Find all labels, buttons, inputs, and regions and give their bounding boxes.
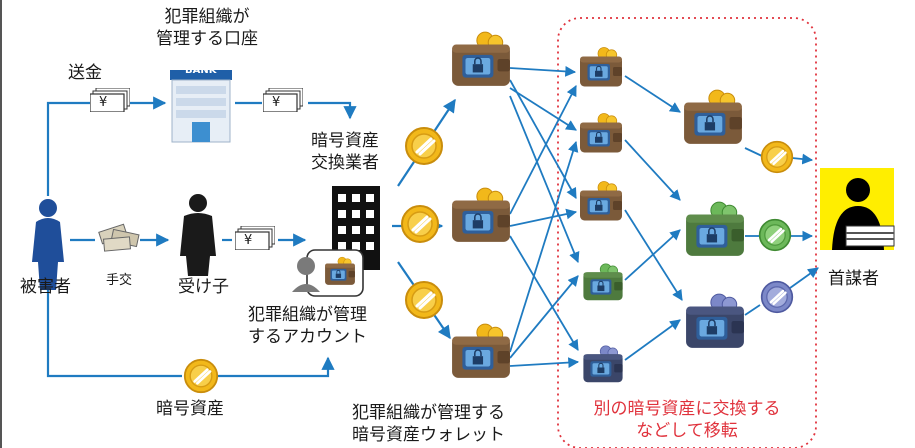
wallet-icon: [451, 31, 511, 87]
wallet-icon: [582, 263, 624, 301]
org-account-icon: [292, 249, 364, 297]
yen-symbol: ¥: [99, 95, 108, 110]
wallet-icon: [579, 46, 623, 88]
crypto-coin-icon: [183, 358, 219, 394]
conversion-line2: などして移転: [636, 421, 738, 441]
yen-symbol: ¥: [244, 233, 253, 248]
wallet-line2: 暗号資産ウォレット: [352, 425, 505, 445]
wallet-icon: [582, 345, 624, 383]
yen-symbol: ¥: [272, 95, 281, 110]
criminal-account-line2: 管理する口座: [156, 29, 258, 49]
left-border: [0, 0, 2, 448]
conversion-highlight-box: [557, 17, 817, 448]
cash-icon: [90, 88, 130, 112]
crypto-coin-icon: [404, 280, 444, 320]
wallet-icon: [683, 89, 743, 145]
bank-icon: [170, 70, 232, 143]
victim-label: 被害者: [20, 277, 71, 297]
cash-icon: [263, 88, 303, 112]
exchange-line2: 交換業者: [311, 153, 379, 173]
bank-sign: BANK: [185, 65, 217, 76]
org-account-line2: するアカウント: [248, 327, 367, 347]
victim-person-icon: [32, 199, 64, 290]
org-account-label: 犯罪組織が管理 するアカウント: [248, 304, 367, 348]
crypto-coin-icon: [404, 126, 444, 166]
wallet-icon: [579, 180, 623, 222]
remit-label: 送金: [68, 63, 102, 83]
crypto-label: 暗号資産: [156, 399, 224, 419]
criminal-account-label: 犯罪組織が 管理する口座: [142, 6, 272, 50]
handover-label: 手交: [106, 273, 133, 288]
crypto-coin-icon: [400, 204, 440, 244]
conversion-label: 別の暗号資産に交換する などして移転: [560, 398, 814, 442]
crypto-coin-icon: [760, 140, 794, 174]
wallet-icon: [451, 323, 511, 379]
wallet-icon: [579, 112, 623, 154]
exchange-label: 暗号資産 交換業者: [300, 130, 390, 174]
wallet-icon: [685, 201, 745, 257]
org-account-line1: 犯罪組織が管理: [248, 305, 367, 325]
criminal-account-line1: 犯罪組織が: [164, 7, 250, 27]
cash-bundle-icon: [98, 223, 140, 252]
victim-arrows: [46, 96, 357, 378]
conversion-line1: 別の暗号資産に交換する: [593, 399, 781, 419]
wallet-label: 犯罪組織が管理する 暗号資産ウォレット: [352, 402, 505, 446]
wallet-icon: [685, 293, 745, 349]
crypto-coin-icon: [760, 280, 794, 314]
courier-label: 受け子: [178, 277, 229, 297]
crossing-arrows: [509, 66, 580, 368]
wallet-icon: [451, 187, 511, 243]
mastermind-icon: [820, 168, 895, 250]
cash-icon: [235, 226, 275, 250]
exchange-line1: 暗号資産: [311, 131, 379, 151]
consolidation-arrows: [624, 75, 819, 361]
crypto-coin-icon: [758, 218, 792, 252]
courier-person-icon: [180, 194, 216, 276]
wallet-line1: 犯罪組織が管理する: [352, 403, 505, 423]
mastermind-label: 首謀者: [828, 269, 879, 289]
